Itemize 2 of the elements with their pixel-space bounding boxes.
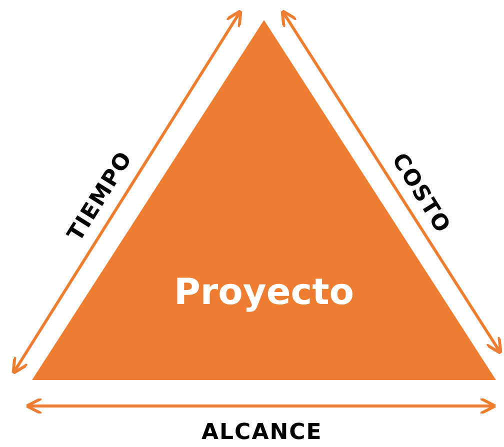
node-title: Proyecto — [174, 272, 354, 313]
side-label: ALCANCE — [202, 420, 322, 444]
